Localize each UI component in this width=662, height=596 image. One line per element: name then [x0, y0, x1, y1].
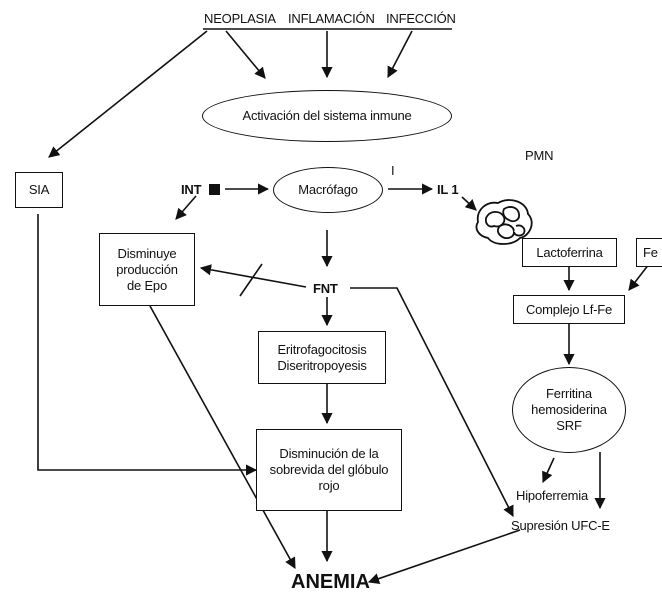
node-fnt: FNT — [313, 281, 338, 296]
arrow-supresion-anemia — [367, 529, 521, 585]
node-disminuye-epo: Disminuye producción de Epo — [99, 233, 195, 306]
cause-infeccion: INFECCIÓN — [386, 11, 456, 26]
node-il1: IL 1 — [437, 182, 459, 197]
inhibition-mark: I — [391, 163, 395, 178]
node-fe: Fe — [636, 238, 662, 267]
inhibition-slash — [239, 263, 263, 297]
arrow-ferritina-hipoferremia — [542, 457, 555, 484]
node-hipoferremia: Hipoferremia — [516, 488, 589, 503]
cause-neoplasia: NEOPLASIA — [204, 11, 276, 26]
arrow-int-epo — [175, 195, 197, 220]
node-complejo: Complejo Lf-Fe — [513, 295, 625, 324]
arrow-sia-disminucion — [37, 214, 258, 476]
node-int: INT — [181, 182, 202, 197]
node-eritrofagocitosis: Eritrofagocitosis Diseritropoyesis — [258, 331, 386, 384]
arrow-neoplasia-activacion — [225, 30, 266, 79]
arrow-neoplasia-sia — [48, 30, 208, 158]
node-pmn: PMN — [525, 148, 554, 163]
node-lactoferrina: Lactoferrina — [522, 238, 617, 267]
node-activacion: Activación del sistema inmune — [202, 90, 452, 142]
node-disminucion: Disminución de la sobrevida del glóbulo … — [256, 429, 402, 511]
neutrophil-cell-icon — [475, 199, 533, 245]
node-macrofago: Macrófago — [273, 167, 383, 213]
arrow-infeccion-activacion — [387, 30, 413, 78]
int-square-icon — [209, 184, 220, 195]
node-anemia: ANEMIA — [291, 571, 370, 593]
node-supresion: Supresión UFC-E — [511, 518, 610, 533]
arrow-fnt-supresion — [350, 287, 514, 517]
cause-inflamacion: INFLAMACIÓN — [288, 11, 375, 26]
node-sia: SIA — [15, 172, 63, 208]
arrow-il1-pmn — [461, 196, 477, 211]
node-ferritina: Ferritina hemosiderina SRF — [512, 367, 626, 453]
arrow-epo-anemia — [149, 305, 296, 569]
